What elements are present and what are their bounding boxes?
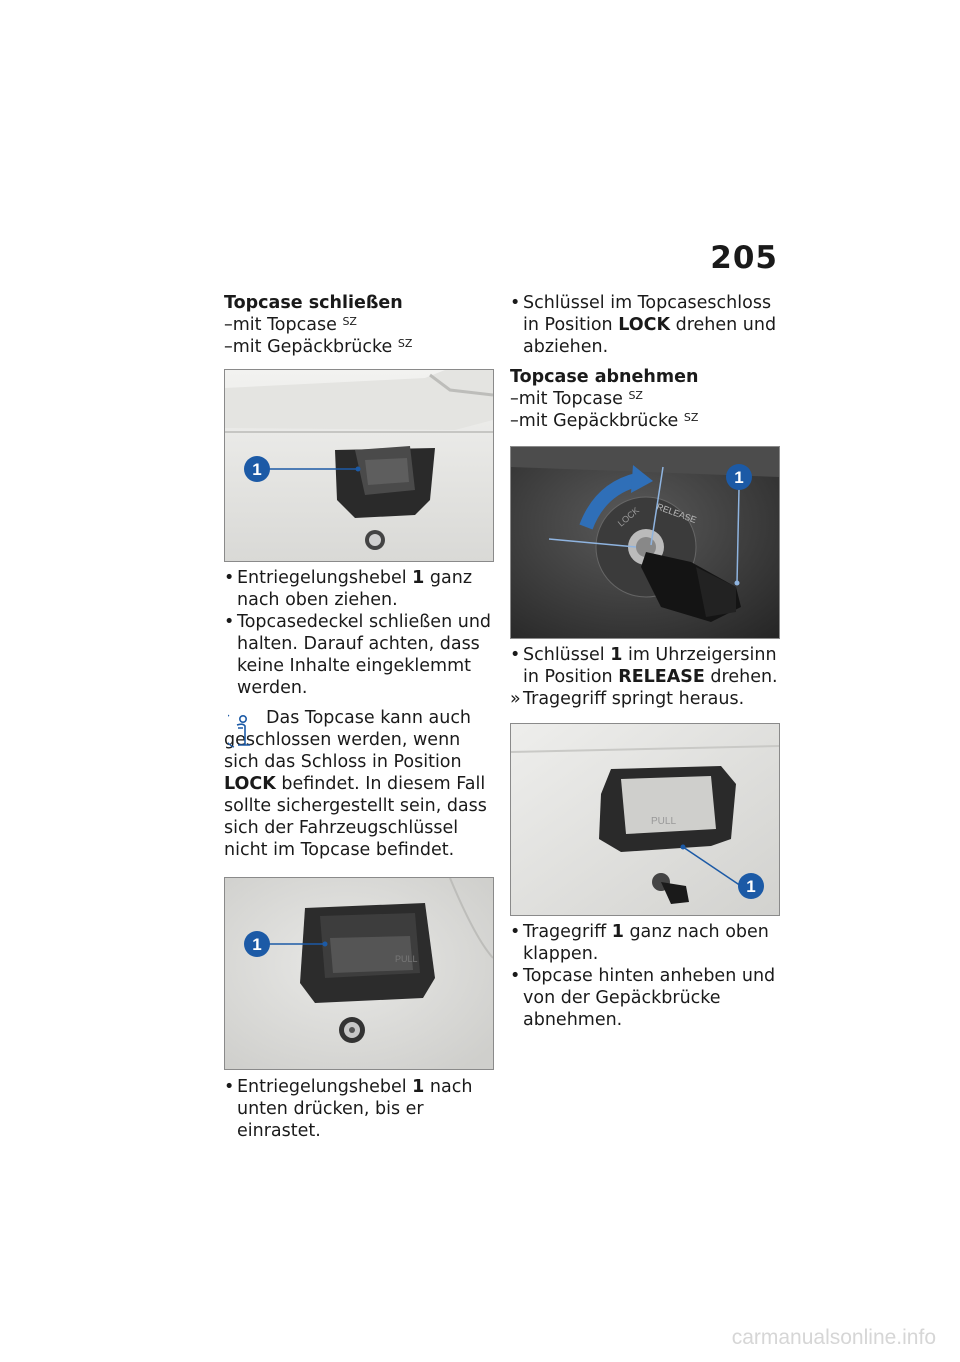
callout-1: 1 xyxy=(746,877,755,896)
step-flip-handle: Tragegriff 1 ganz nach oben klappen. xyxy=(510,921,782,965)
callout-1: 1 xyxy=(252,460,261,479)
step-lift-remove: Topcase hinten anheben und von der Gepäc… xyxy=(510,965,782,1031)
footer: carmanualsonline.info xyxy=(0,1322,960,1362)
condition-luggage-rack: –mit Gepäckbrücke SZ xyxy=(224,337,413,357)
result-handle-pops: Tragegriff springt heraus. xyxy=(510,688,782,710)
page-number: 205 xyxy=(710,240,778,276)
step-lever-down-block: Entriegelungshebel 1 nach un­ten drücken… xyxy=(224,1076,496,1142)
heading-topcase-close: Topcase schließen xyxy=(224,293,403,313)
info-icon xyxy=(228,714,250,748)
callout-1: 1 xyxy=(252,935,261,954)
figure-lever-up: 1 xyxy=(224,369,494,562)
condition-luggage-rack-2: –mit Gepäckbrücke SZ xyxy=(510,411,699,431)
steps-release: Schlüssel 1 im Uhrzeigersinn in Position… xyxy=(510,644,782,710)
figure-handle-up: PULL 1 xyxy=(510,723,780,916)
figure-key-release: LOCK RELEASE 1 xyxy=(510,446,780,639)
condition-topcase: –mit Topcase SZ xyxy=(224,315,357,335)
figure-lever-down: PULL 1 xyxy=(224,877,494,1070)
watermark: carmanualsonline.info xyxy=(731,1326,936,1349)
heading-topcase-remove: Topcase abnehmen xyxy=(510,367,699,387)
step-turn-key: Schlüssel 1 im Uhrzeigersinn in Position… xyxy=(510,644,782,688)
step-lever-down: Entriegelungshebel 1 nach un­ten drücken… xyxy=(224,1076,496,1142)
svg-text:PULL: PULL xyxy=(651,816,676,827)
condition-topcase-2: –mit Topcase SZ xyxy=(510,389,643,409)
step-lever-up: Entriegelungshebel 1 ganz nach oben zieh… xyxy=(224,567,496,611)
steps-close: Entriegelungshebel 1 ganz nach oben zieh… xyxy=(224,567,496,861)
info-note: Das Topcase kann auch geschlossen werden… xyxy=(224,708,487,860)
step-key-lock: Schlüssel im Topcaseschloss in Position … xyxy=(510,292,782,358)
steps-remove: Tragegriff 1 ganz nach oben klappen. Top… xyxy=(510,921,782,1031)
callout-1: 1 xyxy=(734,468,743,487)
svg-text:PULL: PULL xyxy=(395,954,418,964)
right-column-top: Schlüssel im Topcaseschloss in Position … xyxy=(510,292,782,432)
step-close-lid: Topcasedeckel schließen und halten. Dara… xyxy=(224,611,496,699)
left-column: Topcase schließen –mit Topcase SZ –mit G… xyxy=(224,292,496,358)
